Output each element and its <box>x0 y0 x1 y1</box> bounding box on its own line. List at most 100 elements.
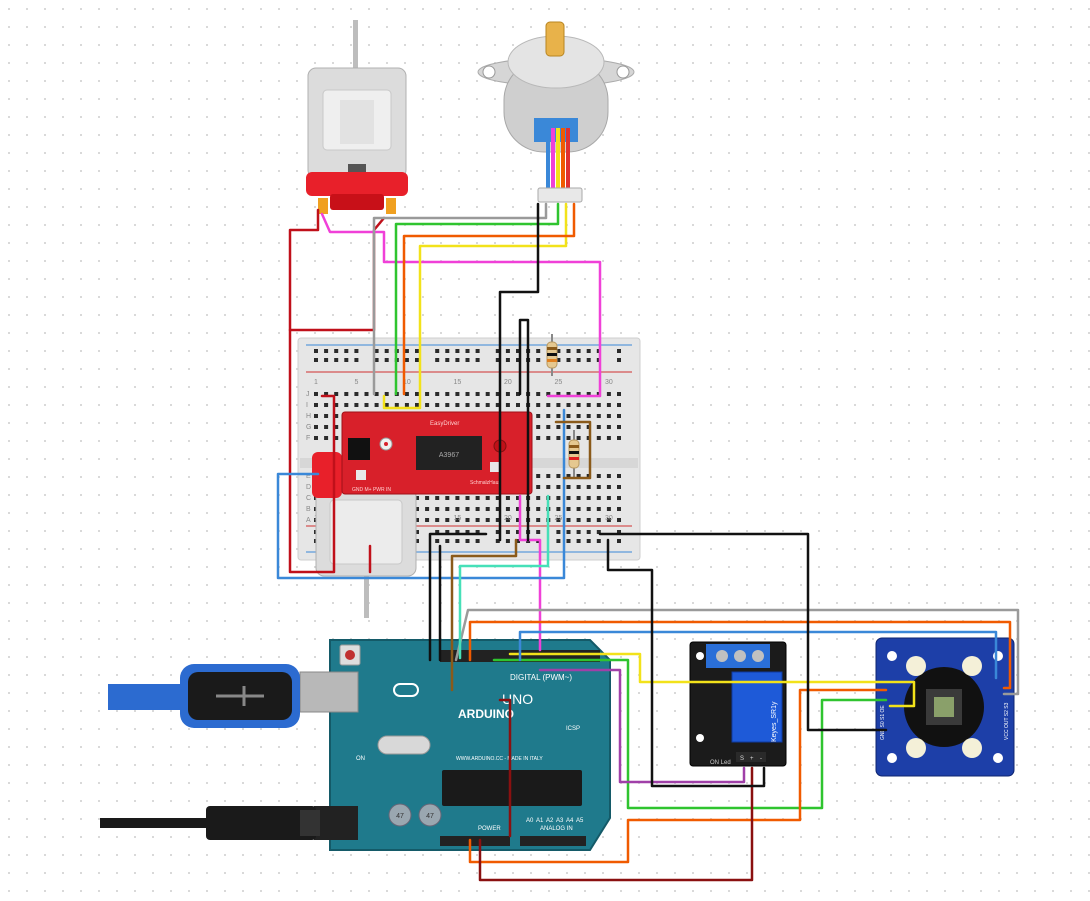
breadboard-hole <box>415 530 419 534</box>
breadboard-hole <box>536 358 541 362</box>
relay-pins: S + - <box>740 756 762 762</box>
wire-blue-bb <box>276 408 566 580</box>
breadboard-hole <box>556 474 561 478</box>
breadboard-col-number: 5 <box>354 379 358 386</box>
breadboard-hole <box>495 358 500 362</box>
breadboard-hole <box>606 485 611 489</box>
breadboard-hole <box>596 403 601 407</box>
breadboard-hole <box>505 539 510 543</box>
breadboard-hole <box>505 518 510 522</box>
breadboard-hole <box>536 392 541 396</box>
sensor-right-pins: VCC OUT S2 S3 <box>1004 702 1010 740</box>
breadboard-hole <box>546 403 551 407</box>
breadboard-hole <box>546 474 551 478</box>
breadboard-col-number: 15 <box>454 515 462 522</box>
wire-brown-res <box>554 420 592 480</box>
wire-black-stepper <box>498 202 540 542</box>
breadboard-hole <box>435 518 440 522</box>
breadboard-row-letter: F <box>306 435 310 442</box>
breadboard-hole <box>556 507 561 511</box>
breadboard-hole <box>546 485 551 489</box>
breadboard-col-number: 25 <box>555 379 563 386</box>
breadboard-row-letter: A <box>306 517 311 524</box>
wire-purple <box>538 668 746 784</box>
breadboard-hole <box>536 507 541 511</box>
breadboard-hole <box>314 392 318 396</box>
breadboard-hole <box>596 539 601 543</box>
breadboard-row-letter: J <box>306 391 310 398</box>
breadboard-hole <box>536 518 541 522</box>
arduino-analog-pin: A1 <box>536 818 544 824</box>
breadboard-hole <box>566 403 571 407</box>
breadboard-hole <box>475 403 480 407</box>
breadboard-row-letter: B <box>306 506 311 513</box>
breadboard-hole <box>374 403 379 407</box>
breadboard-hole <box>324 349 329 353</box>
breadboard-hole <box>314 358 318 362</box>
arduino-uno: 47 47 DIGITAL (PWM~) ARDUINO UNO WWW.ARD… <box>299 639 611 851</box>
breadboard-hole <box>425 392 430 396</box>
relay-pin-minus: - <box>760 756 762 762</box>
breadboard-hole <box>586 392 591 396</box>
breadboard-hole <box>324 403 329 407</box>
breadboard-hole <box>495 496 500 500</box>
breadboard-hole <box>354 349 359 353</box>
breadboard-hole <box>505 349 510 353</box>
breadboard-hole <box>475 496 480 500</box>
breadboard-hole <box>415 539 419 543</box>
breadboard-hole <box>415 392 419 396</box>
breadboard-hole <box>384 392 389 396</box>
breadboard-hole <box>475 530 480 534</box>
breadboard-hole <box>485 403 490 407</box>
breadboard-hole <box>455 349 460 353</box>
breadboard-hole <box>384 358 389 362</box>
breadboard-hole <box>536 485 541 489</box>
breadboard-hole <box>576 507 581 511</box>
breadboard-hole <box>475 518 480 522</box>
breadboard-col-number: 15 <box>454 379 462 386</box>
breadboard-hole <box>445 496 450 500</box>
breadboard-hole <box>596 496 601 500</box>
breadboard-hole <box>566 507 571 511</box>
breadboard-hole <box>324 414 329 418</box>
breadboard-hole <box>596 474 601 478</box>
wire-orange-top <box>402 202 576 396</box>
wire-gray-top <box>372 202 548 396</box>
breadboard-hole <box>617 474 621 478</box>
breadboard-hole <box>465 496 470 500</box>
breadboard-hole <box>334 414 339 418</box>
breadboard-row-letter: I <box>306 402 308 409</box>
breadboard-hole <box>536 496 541 500</box>
breadboard-hole <box>617 530 621 534</box>
wire-yellow-sensor <box>508 652 916 708</box>
breadboard-hole <box>546 436 551 440</box>
wire-blue-sensor <box>518 630 998 680</box>
breadboard-hole <box>354 392 359 396</box>
breadboard-hole <box>536 530 541 534</box>
breadboard-hole <box>576 425 581 429</box>
relay-model-text: Keyes_SR1y <box>771 701 778 742</box>
breadboard-hole <box>606 496 611 500</box>
breadboard-hole <box>556 414 561 418</box>
wire-darkred <box>478 698 754 882</box>
breadboard-hole <box>324 425 329 429</box>
relay-pin-s: S <box>740 756 744 762</box>
breadboard-hole <box>566 530 571 534</box>
breadboard-hole <box>334 425 339 429</box>
breadboard-hole <box>495 518 500 522</box>
breadboard-hole <box>344 358 349 362</box>
breadboard-hole <box>445 392 450 396</box>
breadboard-hole <box>415 349 419 353</box>
breadboard-hole <box>606 474 611 478</box>
breadboard-hole <box>495 403 500 407</box>
cap-label-1: 47 <box>396 813 404 820</box>
breadboard-hole <box>485 392 490 396</box>
breadboard-hole <box>617 403 621 407</box>
breadboard-hole <box>536 474 541 478</box>
arduino-icsp: ICSP <box>566 726 580 732</box>
breadboard-hole <box>556 425 561 429</box>
wires <box>276 202 1020 882</box>
breadboard-hole <box>495 539 500 543</box>
